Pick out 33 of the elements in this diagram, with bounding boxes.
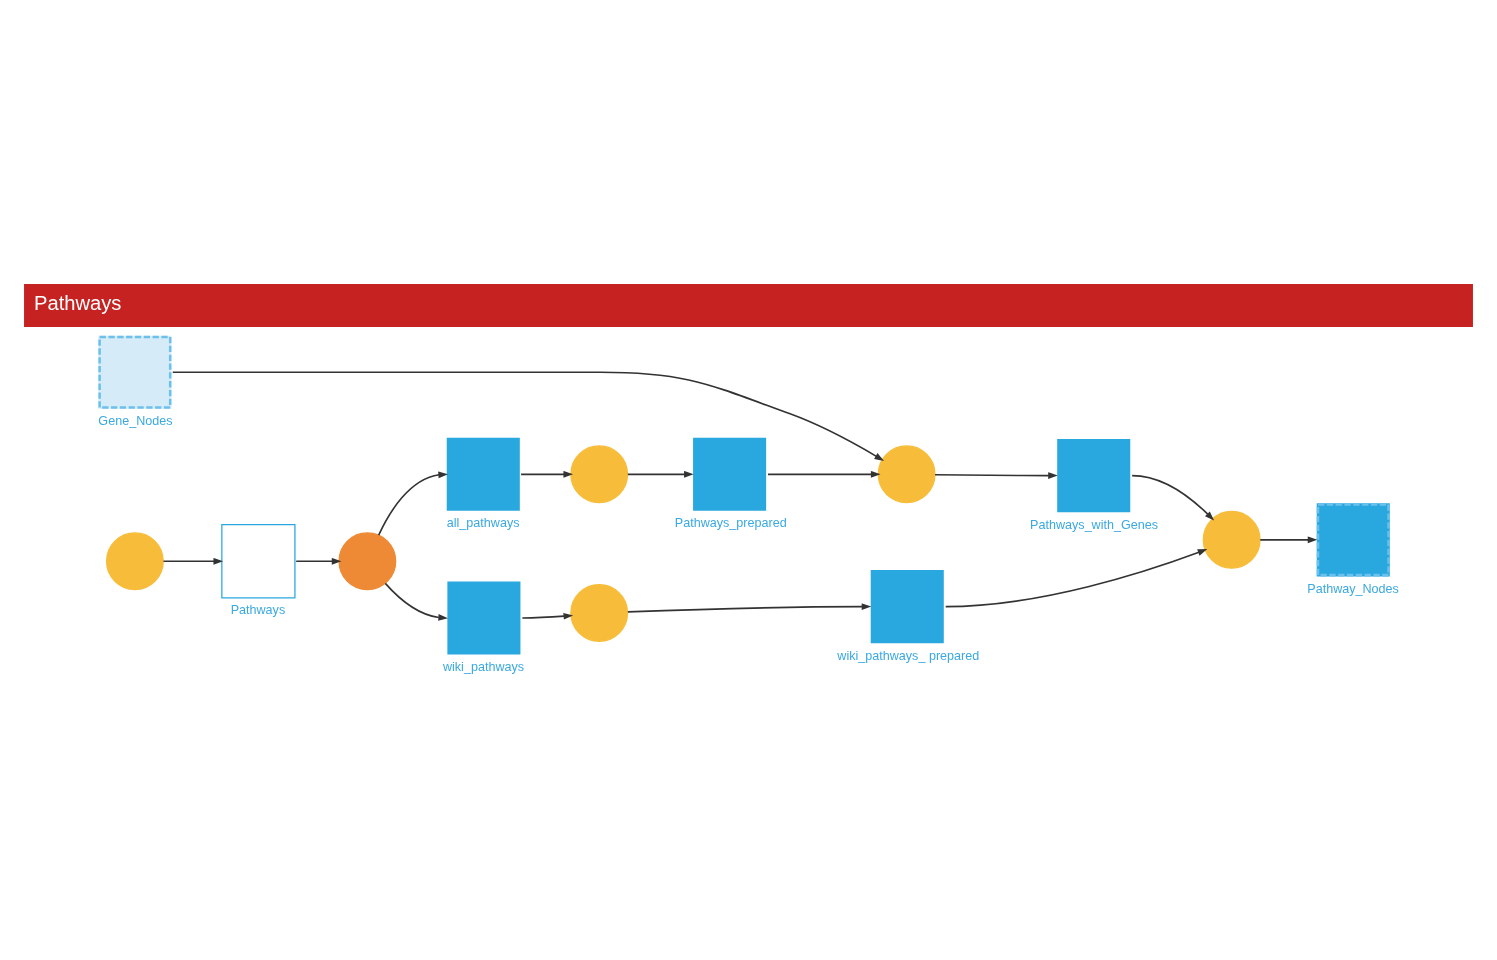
arrow [171, 371, 885, 461]
node-circle [338, 532, 397, 591]
node-circle [570, 445, 629, 504]
arrow [520, 470, 574, 478]
arrow [944, 549, 1208, 608]
arrow [627, 470, 694, 478]
node-circle [105, 532, 164, 591]
node-label: Pathways_prepared [674, 516, 787, 531]
node-label: wiki_pathways_ prepared [837, 648, 980, 663]
node-box [1057, 439, 1131, 513]
arrow [521, 612, 574, 620]
arrow [1131, 474, 1215, 521]
node-label: Pathways [230, 603, 286, 618]
node-box [446, 437, 520, 511]
node-box [870, 570, 944, 644]
node-label: Gene_Nodes [98, 414, 173, 429]
node-label: wiki_pathways [442, 659, 525, 674]
arrow [934, 472, 1058, 479]
arrow [162, 557, 224, 565]
node-label: all_pathways [446, 516, 520, 531]
node-box [693, 437, 767, 511]
arrow [627, 603, 872, 613]
node-box [447, 581, 521, 655]
node-circle [877, 445, 936, 504]
arrow [1259, 536, 1318, 544]
arrow [377, 471, 448, 536]
node-circle [570, 583, 629, 642]
arrow [767, 470, 881, 478]
arrow [295, 557, 342, 565]
diagram-title: Pathways [34, 292, 122, 315]
node-label: Pathways_with_Genes [1030, 517, 1159, 532]
arrow [384, 582, 448, 621]
node-label: Pathway_Nodes [1307, 581, 1399, 596]
